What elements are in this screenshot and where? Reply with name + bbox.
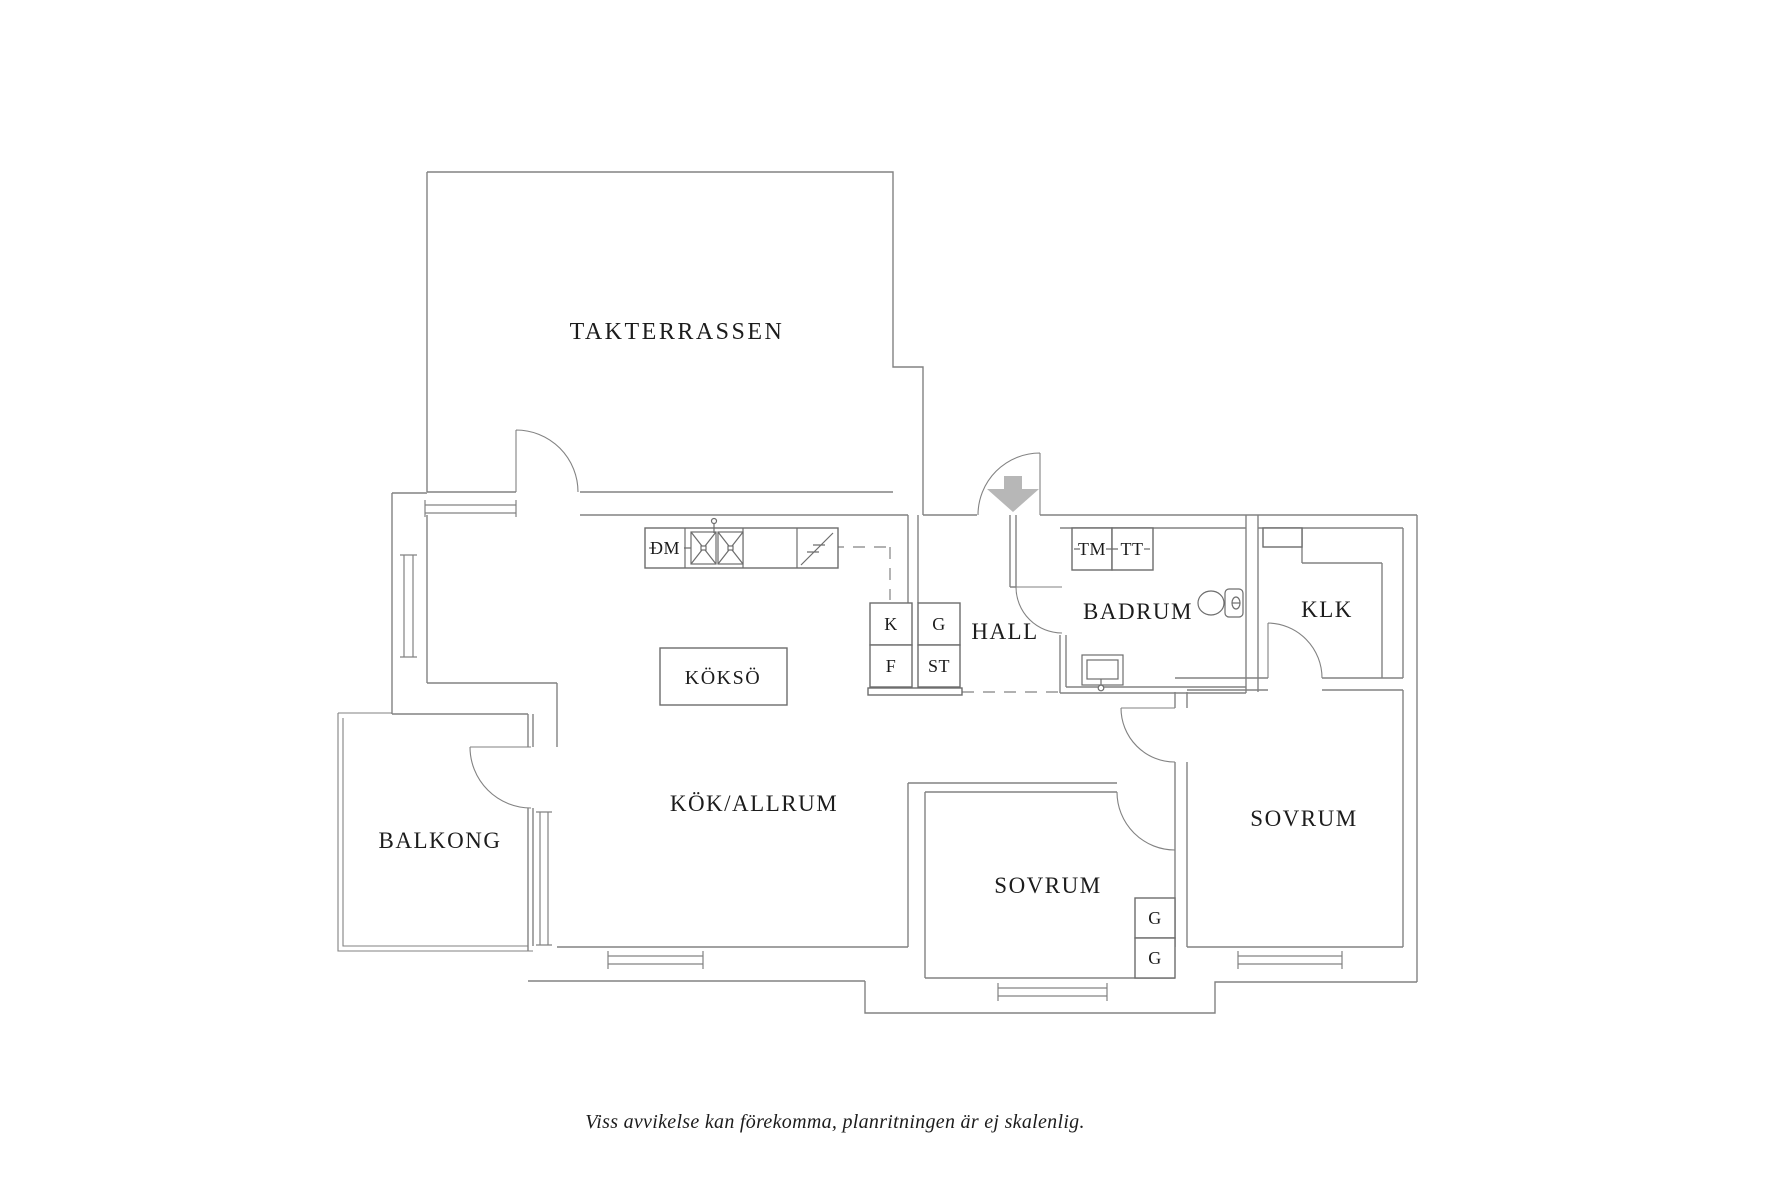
wardrobe-box-2 (1134, 937, 1176, 979)
windows (400, 500, 1343, 1001)
terrace-walls (426, 171, 924, 515)
sovrum-right-door (1120, 707, 1176, 763)
kitchen-island (659, 647, 788, 706)
wardrobe-box-1 (1134, 897, 1176, 939)
wardrobe-hall-box (917, 602, 961, 646)
east-walls (1402, 515, 1418, 982)
label-fridge: K (884, 614, 898, 634)
room-label-hall: HALL (971, 619, 1038, 644)
top-walls (580, 514, 1417, 529)
label-washer: TM (1078, 539, 1106, 559)
cleaning-closet-box (917, 644, 961, 688)
kitchen-counter (644, 517, 839, 569)
window-terrace-wall (424, 500, 517, 517)
room-labels: TAKTERRASSEN KÖK/ALLRUM KÖKSÖ HALL BADRU… (379, 319, 1357, 898)
window-kitchen-bottom (607, 951, 704, 969)
dryer-box (1111, 527, 1154, 571)
klk-wardrobe-box (1262, 527, 1303, 548)
label-dryer: TT (1121, 539, 1144, 559)
klk-door (1267, 622, 1323, 679)
bottom-walls (528, 946, 1417, 1014)
cabinet-bar (867, 687, 963, 696)
bathroom-sink-icon (1081, 654, 1124, 692)
room-label-klk: KLK (1301, 597, 1353, 622)
freezer-box (869, 644, 913, 688)
walls (337, 171, 1418, 1014)
window-west-lower (536, 811, 552, 946)
room-label-kok-allrum: KÖK/ALLRUM (670, 791, 838, 816)
balcony-railing (337, 712, 533, 952)
entrance-arrow-icon (987, 476, 1039, 512)
sovrum-mid-door (1116, 791, 1176, 851)
window-west-upper (400, 554, 417, 658)
badrum-door (1015, 586, 1063, 634)
label-wardrobe-hall: G (932, 614, 946, 634)
terrace-door (515, 429, 579, 493)
entrance-door (977, 452, 1041, 516)
balcony-door (469, 746, 532, 809)
toilet-icon (1197, 588, 1244, 618)
fridge-box (869, 602, 913, 646)
hall-kitchen-wall (907, 515, 1017, 688)
stove-icon (800, 532, 834, 566)
label-wardrobe-1: G (1148, 908, 1162, 928)
label-freezer: F (886, 656, 897, 676)
window-sovrum-mid-bottom (997, 983, 1108, 1001)
disclaimer-text: Viss avvikelse kan förekomma, planritnin… (585, 1111, 1085, 1133)
west-walls (391, 492, 558, 951)
bathroom-fixtures (1081, 588, 1244, 692)
washer-box (1071, 527, 1113, 571)
doors (469, 429, 1323, 851)
room-label-sovrum-mid: SOVRUM (994, 873, 1101, 898)
label-cleaning-closet: ST (928, 656, 950, 676)
cabinet-boxes (867, 527, 1303, 979)
label-wardrobe-2: G (1148, 948, 1162, 968)
room-label-badrum: BADRUM (1083, 599, 1193, 624)
sink-basins-icon (690, 517, 744, 565)
window-sovrum-right-bottom (1237, 951, 1343, 969)
badrum-walls (1059, 515, 1259, 694)
sovrum-mid-walls (907, 692, 1188, 978)
label-dishwasher: DM (650, 538, 680, 558)
room-label-sovrum-right: SOVRUM (1250, 806, 1357, 831)
fixture-labels: DM K F G ST TM TT G G (650, 538, 1162, 968)
room-label-takterrassen: TAKTERRASSEN (570, 319, 785, 345)
room-label-balkong: BALKONG (379, 828, 502, 853)
island-label-kokso: KÖKSÖ (685, 666, 761, 689)
